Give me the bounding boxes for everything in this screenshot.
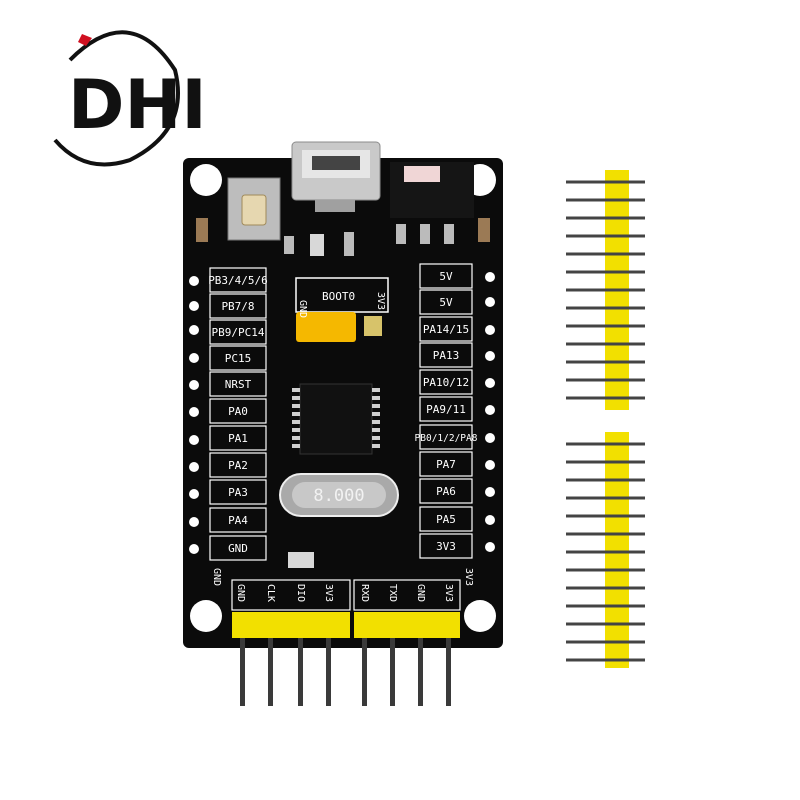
boot-gnd-label: GND	[297, 300, 308, 318]
reset-button	[227, 177, 281, 241]
left-label-6: PA1	[228, 432, 248, 445]
crystal-label: 8.000	[313, 486, 364, 506]
corner-left-label: GND	[211, 568, 222, 586]
right-label-1: 5V	[439, 296, 453, 309]
left-pin-labels	[209, 267, 267, 561]
left-label-7: PA2	[228, 459, 248, 472]
right-label-6: PB0/1/2/PA8	[415, 433, 478, 444]
bottom-left-label-3: 3V3	[323, 584, 334, 602]
bottom-left-label-0: GND	[235, 584, 246, 602]
bottom-right-label-3: 3V3	[443, 584, 454, 602]
right-label-8: PA6	[436, 485, 456, 498]
right-label-0: 5V	[439, 270, 453, 283]
corner-right-label: 3V3	[463, 568, 474, 586]
right-label-7: PA7	[436, 458, 456, 471]
voltage-regulator	[390, 162, 474, 244]
crystal-oscillator: 8.000	[279, 473, 399, 517]
right-label-5: PA9/11	[426, 403, 466, 416]
right-label-3: PA13	[433, 349, 460, 362]
bottom-right-label-0: RXD	[359, 584, 370, 602]
mcu-chip	[292, 383, 380, 455]
right-pin-holes	[485, 272, 495, 552]
boot-jumper: GND BOOT0 3V3	[295, 277, 389, 342]
stm32-board: 8.000 GND BOOT0 3V3 PB3/4/5/6 PB7/8 PB9/…	[183, 141, 503, 648]
left-label-2: PB9/PC14	[212, 326, 265, 339]
brand-logo: DHI	[53, 30, 207, 167]
logo-text: DHI	[68, 66, 207, 145]
boot0-label: BOOT0	[322, 290, 355, 303]
left-label-9: PA4	[228, 514, 248, 527]
bottom-pin-labels	[231, 579, 461, 611]
left-pin-holes	[189, 276, 199, 554]
right-label-2: PA14/15	[423, 323, 469, 336]
left-label-0: PB3/4/5/6	[208, 274, 268, 287]
left-label-4: NRST	[225, 378, 252, 391]
left-label-3: PC15	[225, 352, 252, 365]
right-label-9: PA5	[436, 513, 456, 526]
usb-connector	[291, 141, 381, 212]
bottom-right-label-1: TXD	[387, 584, 398, 602]
left-label-8: PA3	[228, 486, 248, 499]
right-label-4: PA10/12	[423, 376, 469, 389]
left-label-5: PA0	[228, 405, 248, 418]
bottom-left-label-2: DIO	[295, 584, 306, 602]
right-label-10: 3V3	[436, 540, 456, 553]
left-label-1: PB7/8	[221, 300, 254, 313]
boot-3v3-label: 3V3	[375, 292, 386, 310]
bottom-right-label-2: GND	[415, 584, 426, 602]
board-bottom-headers	[232, 612, 460, 706]
pin-header-top	[566, 170, 645, 410]
pin-header-bottom	[566, 432, 645, 668]
bottom-left-label-1: CLK	[265, 584, 276, 602]
right-pin-labels	[419, 263, 473, 559]
left-label-10: GND	[228, 542, 248, 555]
